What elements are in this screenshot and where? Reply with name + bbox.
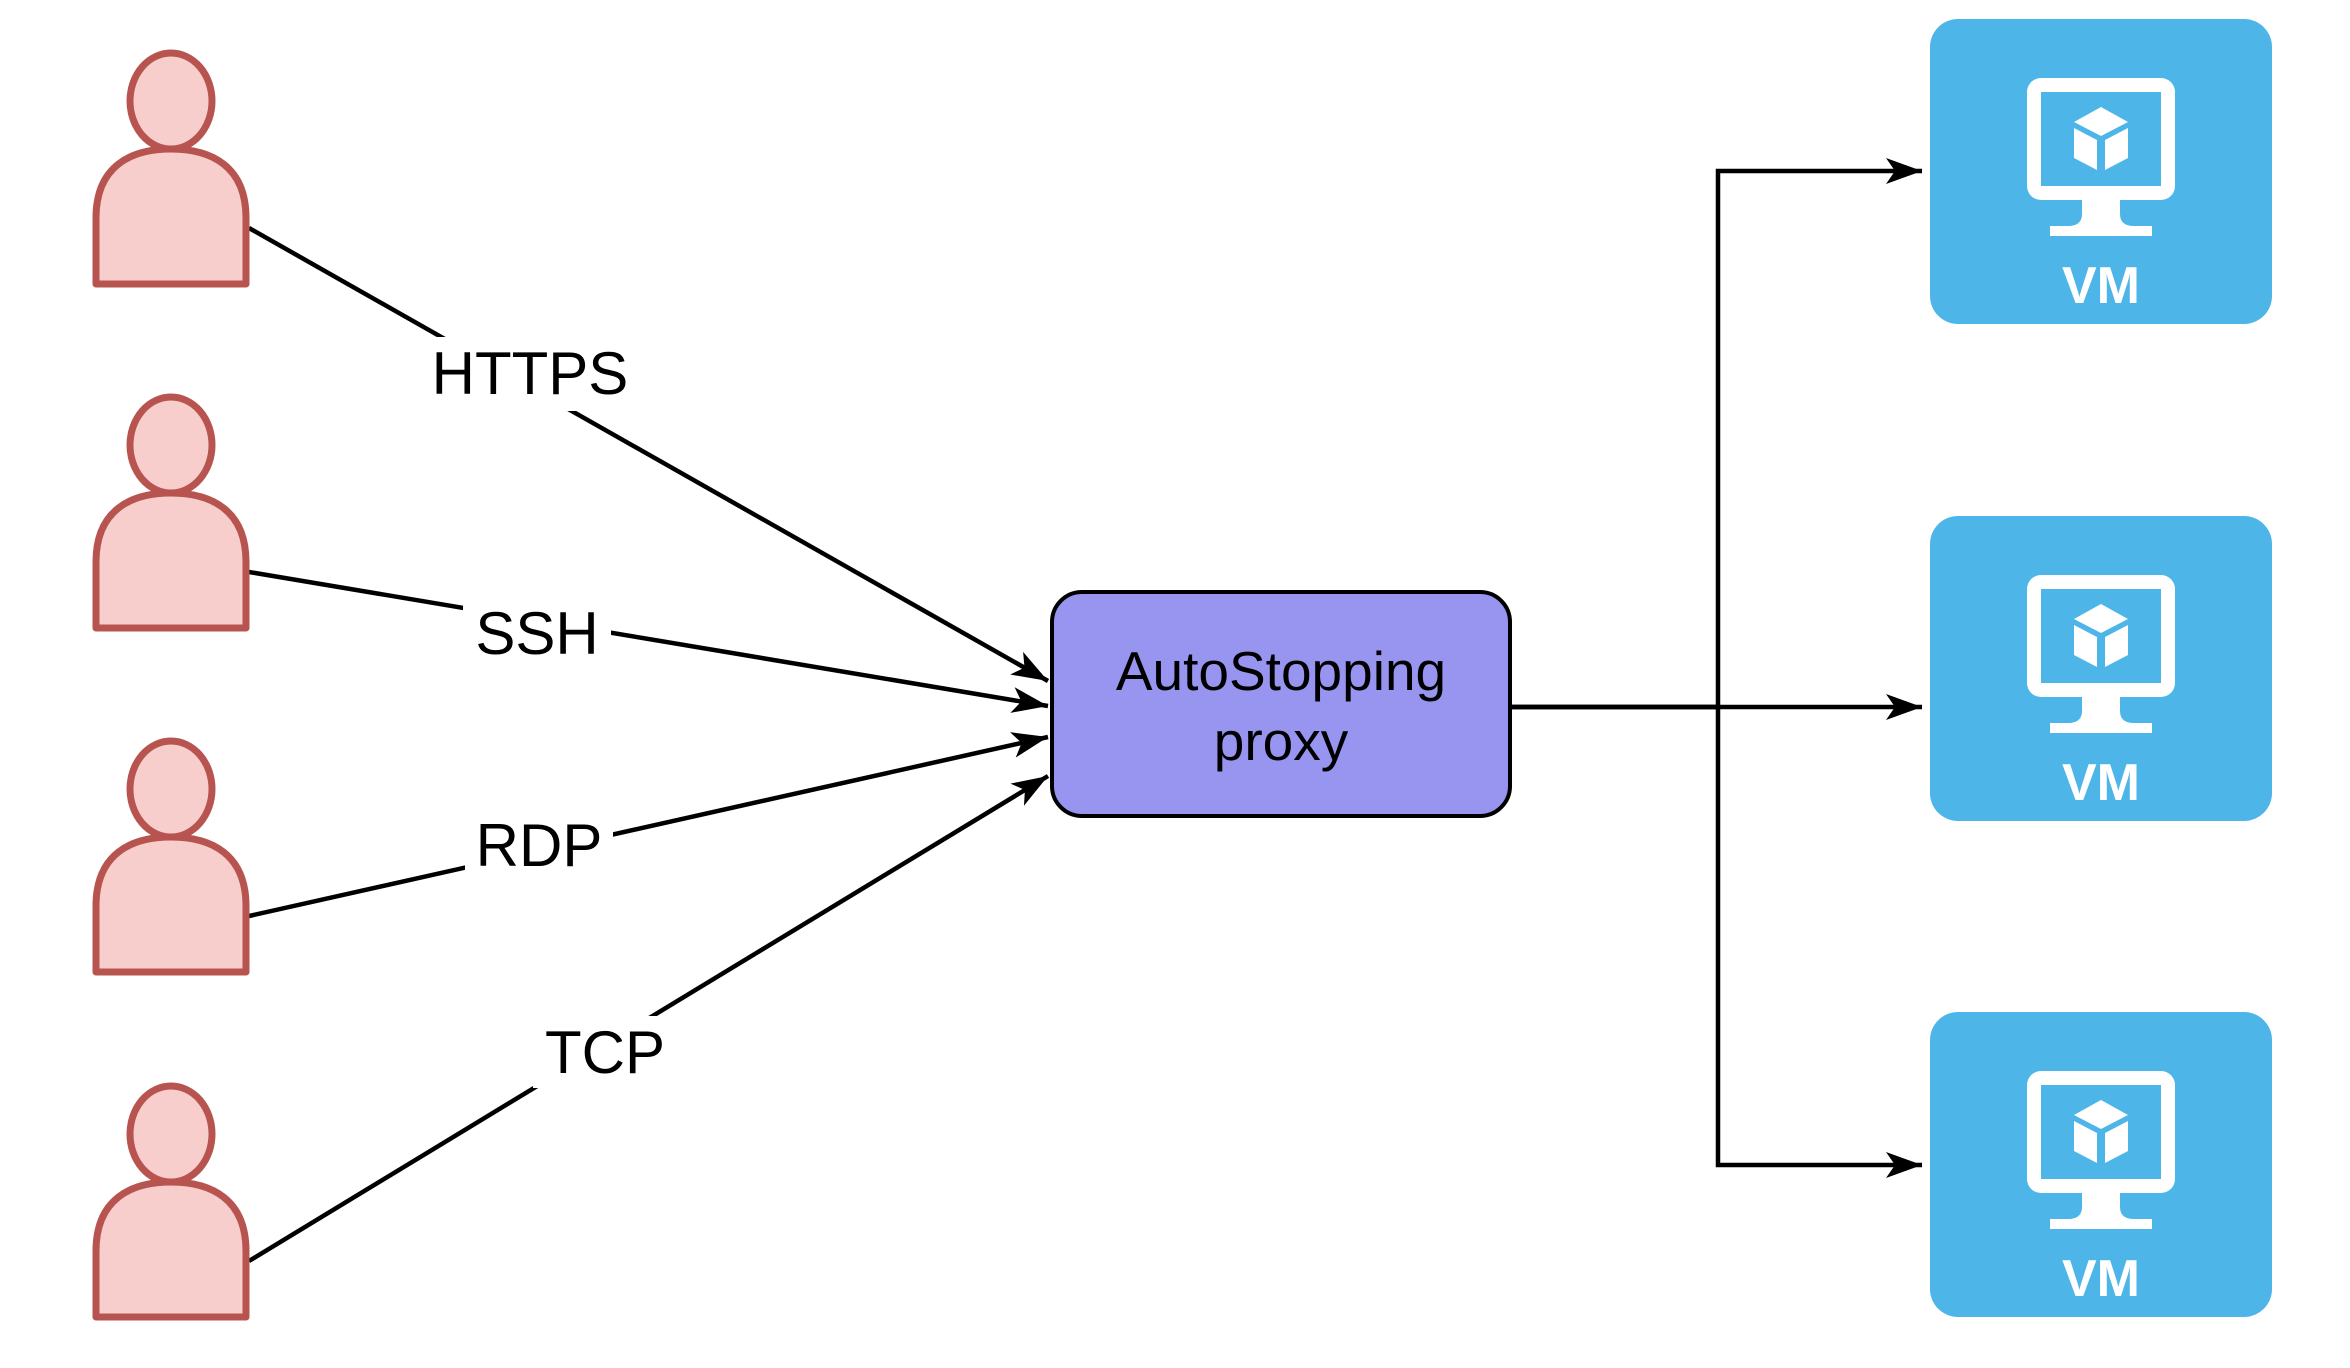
edge-label-rdp-bg (465, 809, 613, 881)
vm-nodes: VM VM VM (1930, 19, 2272, 1317)
autostopping-proxy-node: AutoStopping proxy (1050, 590, 1512, 818)
proxy-to-vm-edges (1510, 158, 1922, 1178)
vm-node-1: VM (1930, 19, 2272, 324)
edge-label-https: HTTPS (418, 337, 642, 411)
edge-labels: HTTPS SSH RDP TCP (418, 337, 677, 1088)
edge-ssh (248, 569, 1049, 713)
edge-label-tcp-text: TCP (545, 1019, 665, 1086)
proxy-box (1050, 590, 1512, 818)
edge-label-ssh-bg (463, 597, 611, 669)
edge-https (247, 226, 1050, 683)
edge-proxy-vm3 (1510, 704, 1922, 1178)
edge-rdp (248, 732, 1049, 919)
proxy-label-line1: AutoStopping (1116, 640, 1446, 702)
proxy-label-line2: proxy (1214, 710, 1349, 772)
edge-label-tcp: TCP (533, 1016, 677, 1088)
vm-label: VM (2062, 1250, 2140, 1308)
edge-label-ssh-text: SSH (475, 600, 598, 667)
vm-node-3: VM (1930, 1012, 2272, 1317)
edge-label-https-text: HTTPS (432, 340, 629, 407)
vm-label: VM (2062, 257, 2140, 315)
edge-label-https-bg (418, 337, 642, 411)
edge-label-tcp-bg (533, 1016, 677, 1088)
edge-label-rdp-text: RDP (476, 812, 603, 879)
vm-label: VM (2062, 754, 2140, 812)
edge-label-rdp: RDP (465, 809, 613, 881)
vm-node-2: VM (1930, 516, 2272, 821)
edge-label-ssh: SSH (463, 597, 611, 669)
